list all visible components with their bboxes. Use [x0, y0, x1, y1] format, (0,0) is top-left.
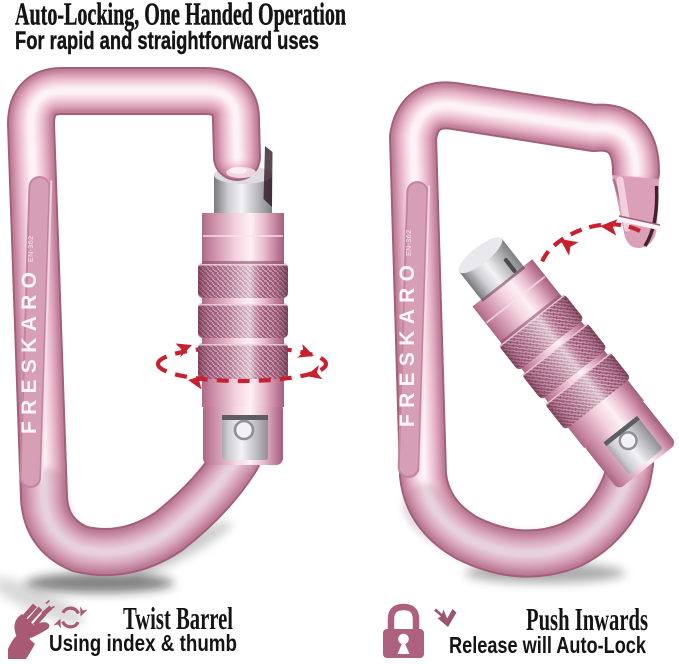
svg-text:EN-362: EN-362	[28, 236, 35, 262]
svg-text:Release will Auto-Lock: Release will Auto-Lock	[449, 632, 646, 658]
svg-text:Twist Barrel: Twist Barrel	[123, 600, 233, 636]
svg-text:FRESKARO: FRESKARO	[396, 265, 419, 427]
svg-text:Using index & thumb: Using index & thumb	[49, 630, 237, 656]
svg-text:EN-362: EN-362	[406, 230, 413, 256]
svg-text:Auto-Locking, One Handed Opera: Auto-Locking, One Handed Operation	[15, 0, 346, 32]
svg-text:Push Inwards: Push Inwards	[526, 601, 648, 637]
svg-text:For rapid and straightforward: For rapid and straightforward uses	[15, 27, 319, 55]
svg-text:FRESKARO: FRESKARO	[18, 272, 41, 434]
